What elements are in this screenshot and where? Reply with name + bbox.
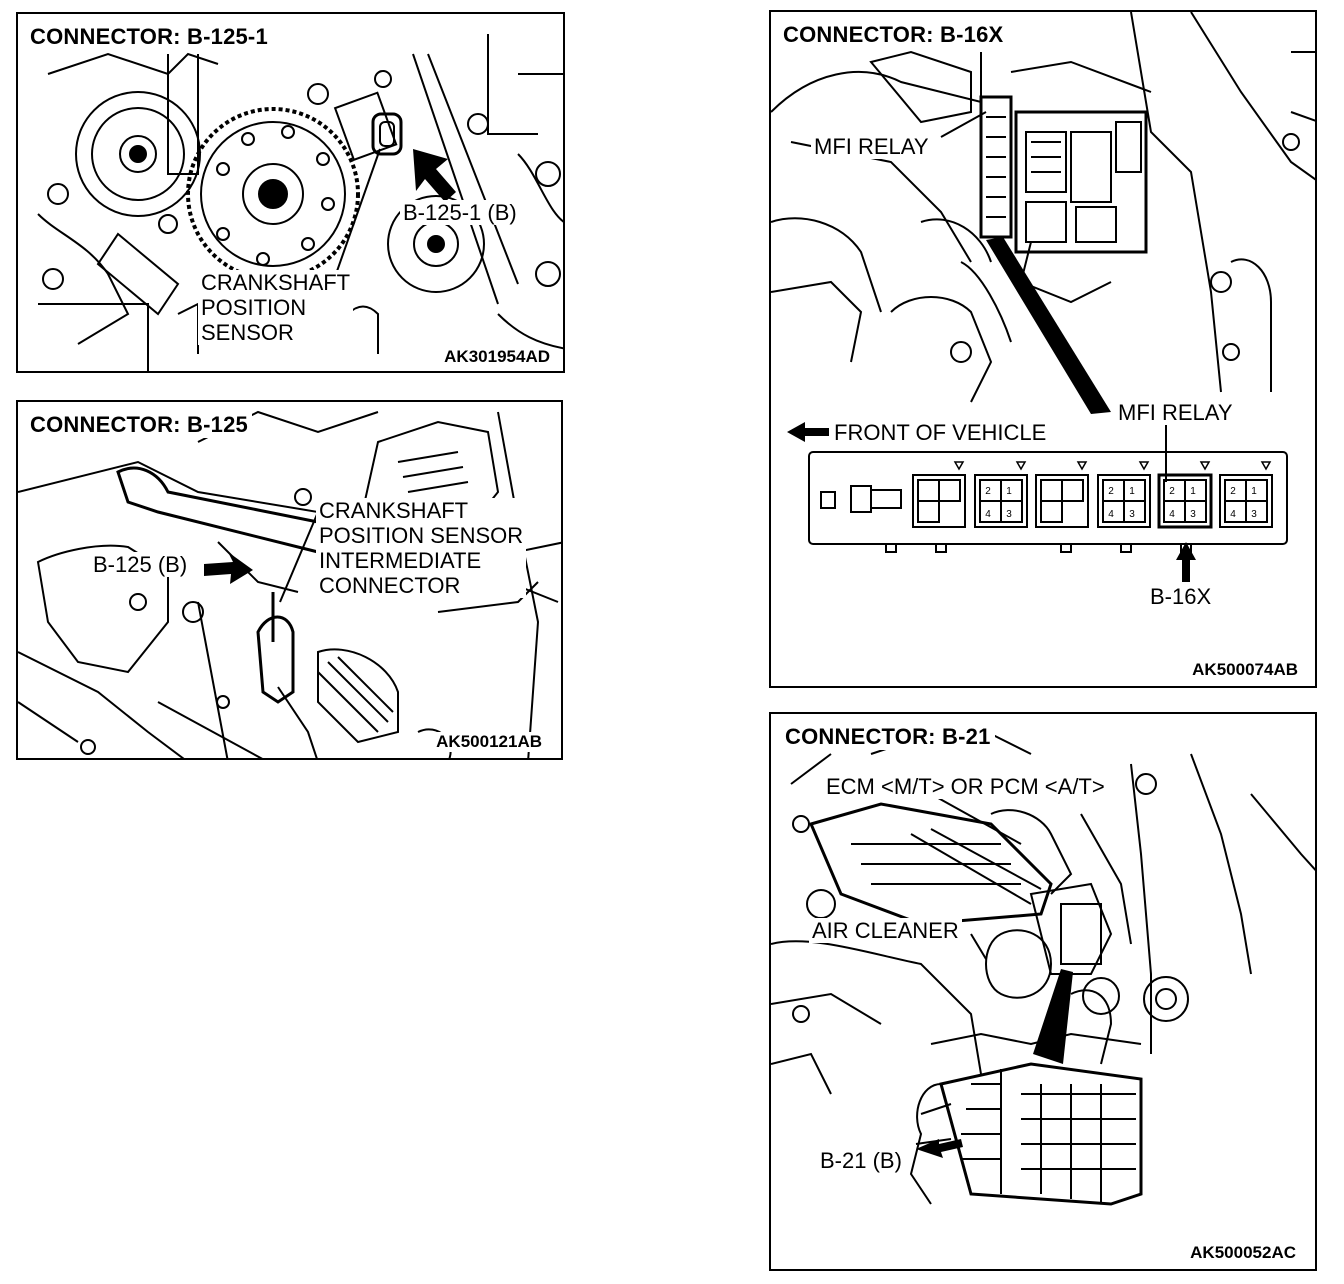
diagram-panel-b125: CONNECTOR: B-125 B-125 (B) CRANKSHAFT PO… (16, 400, 563, 760)
svg-text:1: 1 (1190, 486, 1196, 497)
diagram-panel-b21: CONNECTOR: B-21 ECM <M/T> OR PCM <A/T> A… (769, 712, 1317, 1271)
svg-text:4: 4 (985, 509, 991, 520)
relay-slots: 2 1 4 3 2 1 4 3 2 1 4 3 2 1 4 3 (912, 461, 1273, 529)
relay-slot (1035, 461, 1089, 528)
svg-text:4: 4 (1108, 509, 1114, 520)
relay-slot: 2 1 4 3 (1219, 461, 1273, 528)
diagram-panel-b125-1: CONNECTOR: B-125-1 B-125-1 (B) CRANKSHAF… (16, 12, 565, 373)
front-of-vehicle-label: FRONT OF VEHICLE (831, 420, 1050, 445)
connector-label: B-16X (1147, 584, 1215, 609)
relay-slot: 2 1 4 3 (1097, 461, 1151, 528)
figure-code: AK500121AB (433, 732, 545, 752)
ecm-label: ECM <M/T> OR PCM <A/T> (823, 774, 1108, 799)
sensor-label: CRANKSHAFT POSITION SENSOR INTERMEDIATE … (316, 498, 527, 598)
diagram-panel-b16x: 2 1 4 3 2 1 4 3 2 1 4 3 2 1 4 3 CONNECTOR: B-16X MFI RE… (769, 10, 1317, 688)
relay-slot: 2 1 4 3 (1157, 461, 1213, 529)
connector-label: B-125-1 (B) (400, 200, 520, 225)
connector-label: B-21 (B) (817, 1148, 905, 1173)
sensor-label: CRANKSHAFT POSITION SENSOR (198, 270, 354, 345)
svg-text:1: 1 (1006, 486, 1012, 497)
figure-code: AK500052AC (1187, 1243, 1299, 1263)
ecm-illustration (771, 733, 1315, 1206)
panel-title: CONNECTOR: B-125-1 (26, 24, 272, 50)
svg-text:3: 3 (1190, 509, 1196, 520)
svg-text:1: 1 (1251, 486, 1257, 497)
panel-title: CONNECTOR: B-21 (781, 724, 995, 750)
mfi-relay-label-block: MFI RELAY (1115, 400, 1236, 425)
engine-front-illustration (37, 34, 563, 371)
svg-text:3: 3 (1251, 509, 1257, 520)
air-cleaner-label: AIR CLEANER (809, 918, 962, 943)
relay-slot: 2 1 4 3 (974, 461, 1028, 528)
svg-text:2: 2 (1230, 486, 1236, 497)
svg-text:4: 4 (1169, 509, 1175, 520)
panel-title: CONNECTOR: B-16X (779, 22, 1008, 48)
svg-text:2: 2 (1108, 486, 1114, 497)
mfi-relay-label-top: MFI RELAY (811, 134, 932, 159)
figure-code: AK301954AD (441, 347, 553, 367)
relay-slot (912, 461, 966, 528)
svg-text:2: 2 (1169, 486, 1175, 497)
panel-title: CONNECTOR: B-125 (26, 412, 252, 438)
svg-text:3: 3 (1129, 509, 1135, 520)
svg-text:4: 4 (1230, 509, 1236, 520)
svg-text:2: 2 (985, 486, 991, 497)
relay-box-illustration: 2 1 4 3 2 1 4 3 2 1 4 3 2 1 4 3 (771, 12, 1315, 582)
figure-code: AK500074AB (1189, 660, 1301, 680)
svg-text:3: 3 (1006, 509, 1012, 520)
connector-label: B-125 (B) (90, 552, 191, 577)
svg-text:1: 1 (1129, 486, 1135, 497)
